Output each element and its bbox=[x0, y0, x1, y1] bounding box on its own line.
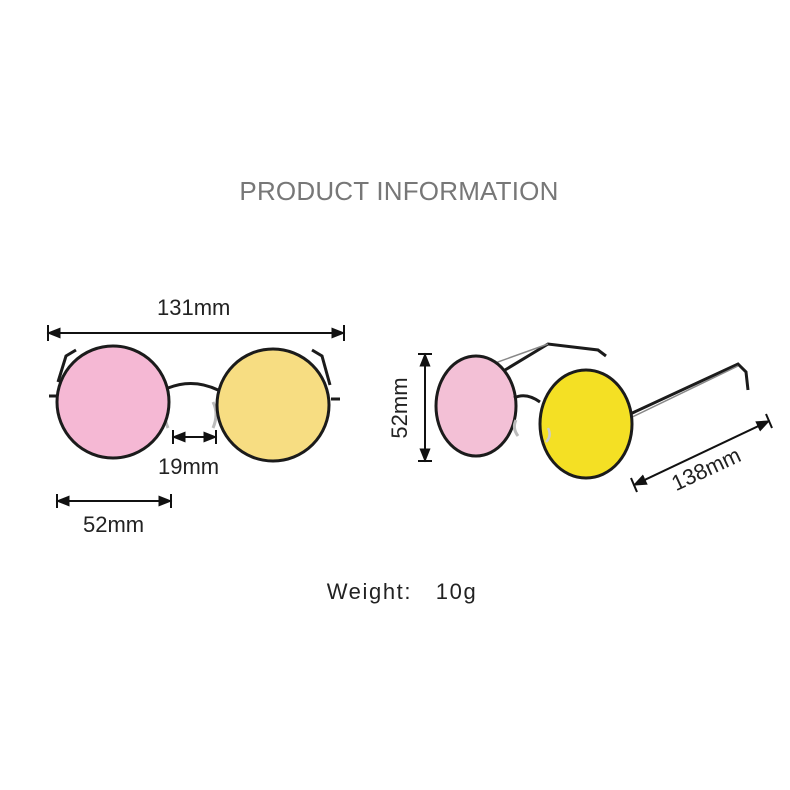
side-right-lens bbox=[538, 368, 634, 480]
side-near-temple bbox=[627, 362, 750, 417]
weight-line: Weight: 10g bbox=[0, 579, 790, 605]
front-right-lens bbox=[215, 347, 331, 463]
front-view-glasses bbox=[49, 344, 340, 463]
side-left-lens bbox=[434, 354, 518, 458]
front-right-nose-pad bbox=[211, 401, 218, 429]
temple-length-tick-end bbox=[765, 413, 773, 429]
side-far-temple bbox=[504, 342, 607, 372]
front-right-temple bbox=[311, 348, 332, 386]
weight-value: 10g bbox=[435, 579, 478, 604]
side-view-glasses bbox=[434, 342, 750, 480]
total-width-label: 131mm bbox=[157, 295, 231, 320]
weight-label: Weight: bbox=[326, 579, 413, 604]
temple-length-tick-start bbox=[630, 477, 638, 493]
page-title: PRODUCT INFORMATION bbox=[239, 176, 559, 206]
side-nose-pad bbox=[512, 419, 520, 437]
front-bridge bbox=[167, 382, 219, 392]
lens-height-label: 52mm bbox=[387, 377, 412, 439]
front-left-lens bbox=[55, 344, 171, 460]
side-near-temple-thin bbox=[625, 365, 739, 421]
front-left-temple bbox=[56, 348, 77, 383]
temple-length-arrow bbox=[632, 420, 771, 486]
lens-width-label: 52mm bbox=[83, 512, 145, 537]
side-bridge bbox=[513, 394, 541, 404]
bridge-width-label: 19mm bbox=[158, 454, 220, 479]
side-nose-pad-2 bbox=[545, 427, 551, 443]
